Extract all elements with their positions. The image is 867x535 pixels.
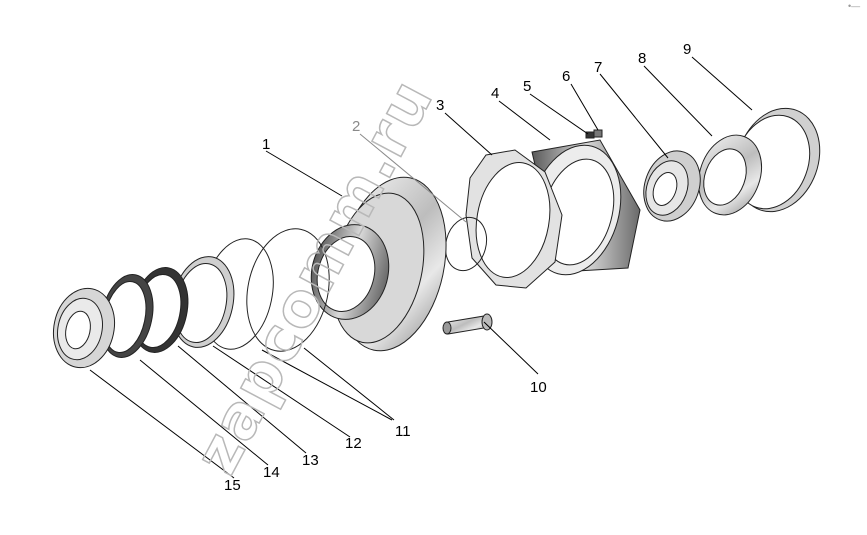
callout-10: 10 bbox=[530, 379, 547, 396]
callout-1: 1 bbox=[262, 136, 270, 153]
leader-lines bbox=[89, 56, 753, 479]
callout-11: 11 bbox=[395, 423, 411, 440]
part-8-bearing-cup bbox=[698, 134, 762, 216]
callout-3: 3 bbox=[436, 97, 444, 114]
part-15-roller-bearing bbox=[52, 287, 116, 369]
corner-mark: •— bbox=[848, 1, 860, 11]
callout-14: 14 bbox=[263, 464, 280, 481]
callout-7: 7 bbox=[594, 59, 602, 76]
callout-12: 12 bbox=[345, 435, 362, 452]
callout-15: 15 bbox=[224, 477, 241, 494]
callout-4: 4 bbox=[491, 85, 499, 102]
part-12-ring bbox=[171, 256, 235, 348]
part-2-o-ring bbox=[444, 216, 488, 272]
part-3-gasket bbox=[465, 149, 563, 289]
part-1-hub bbox=[310, 176, 447, 352]
callout-9: 9 bbox=[683, 41, 691, 58]
callout-8: 8 bbox=[638, 50, 646, 67]
callout-13: 13 bbox=[302, 452, 319, 469]
part-10-bolt bbox=[442, 313, 493, 335]
part-14-seal bbox=[100, 274, 154, 358]
part-7-roller-bearing bbox=[643, 150, 701, 222]
part-5-6-plug bbox=[585, 129, 603, 139]
callout-5: 5 bbox=[523, 78, 531, 95]
callout-2: 2 bbox=[352, 118, 360, 135]
callout-6: 6 bbox=[562, 68, 570, 85]
